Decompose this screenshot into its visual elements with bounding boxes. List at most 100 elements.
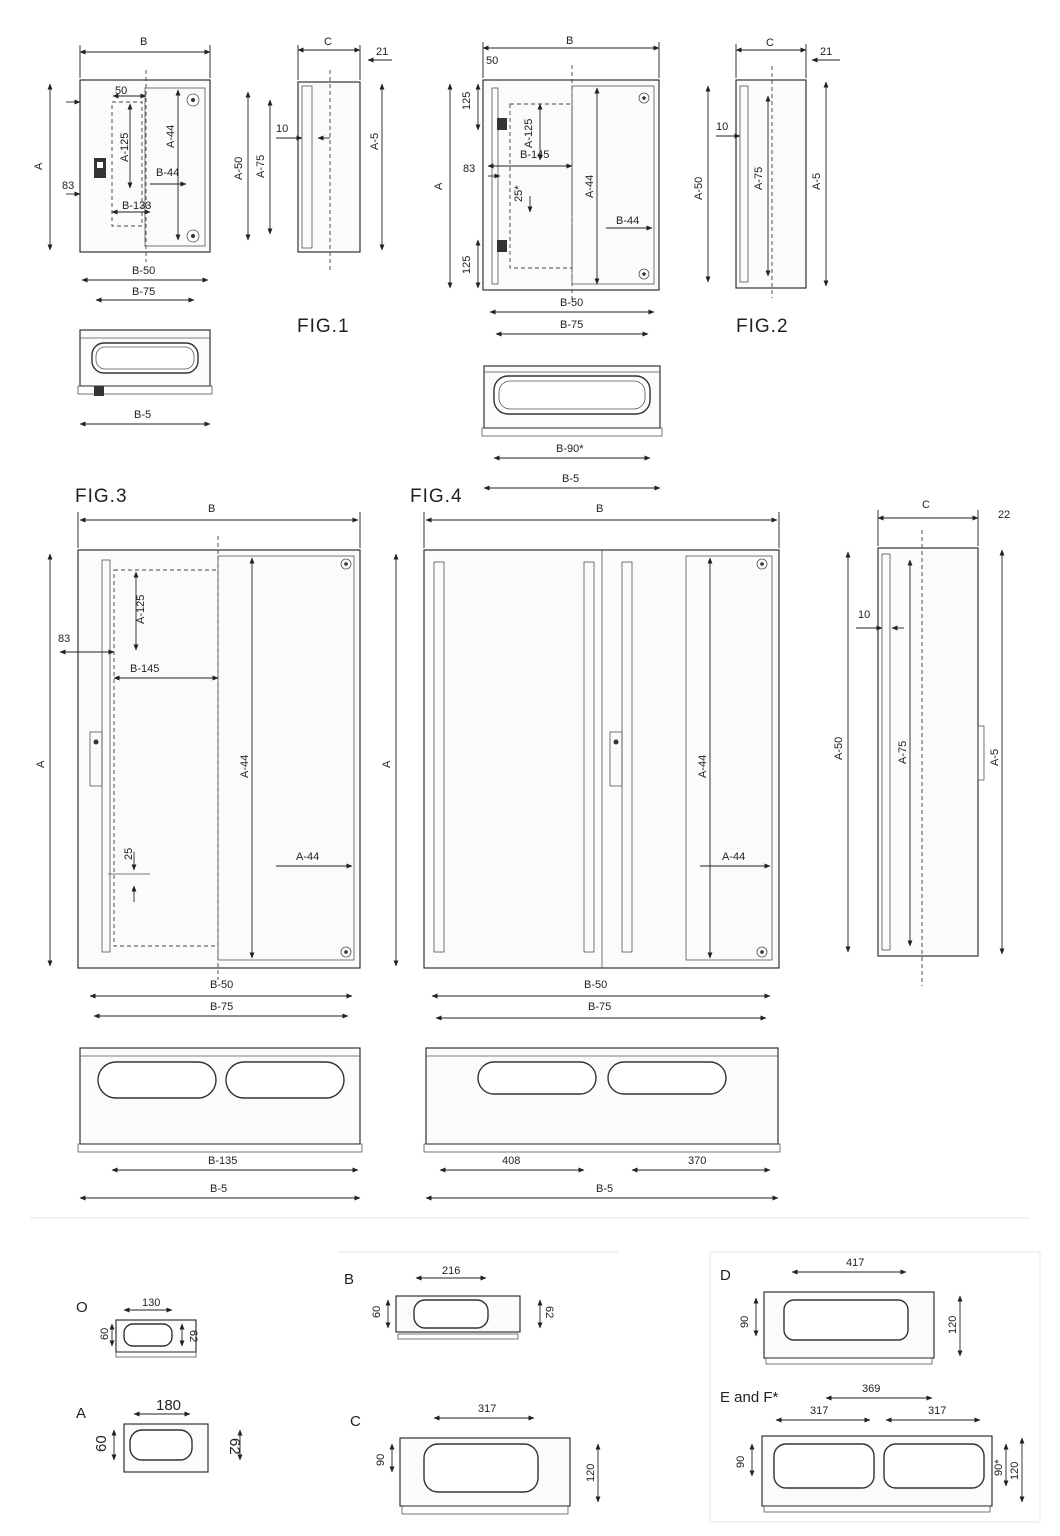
dim-label: B-145 [520, 149, 549, 161]
dim-label: 370 [688, 1155, 706, 1167]
dim-label: 60 [93, 1435, 110, 1452]
dim-label: A-44 [697, 755, 709, 778]
dim-label: A-5 [989, 749, 1001, 766]
fig1-bottom-view: B-50 B-75 B-5 [77, 265, 213, 427]
opening-label: A [76, 1405, 86, 1422]
dim-label: A-44 [296, 851, 319, 863]
fig3-front-view: B A 83 A-125 B-145 A-44 A-44 25 [35, 503, 361, 980]
dim-label: 10 [276, 123, 288, 135]
dim-label: A-44 [165, 125, 177, 148]
fig4-front-view: B A A-44 A-44 [381, 503, 780, 969]
dim-label: A-50 [233, 157, 245, 180]
dim-label: 62 [226, 1438, 243, 1455]
dim-label: 90 [739, 1316, 751, 1328]
dim-label: 90* [993, 1459, 1005, 1476]
opening-label: B [344, 1271, 354, 1288]
dim-label: 50 [115, 85, 127, 97]
fig4-bottom-view: B-50 B-75 408 370 B-5 [423, 979, 781, 1201]
figure-label: FIG.1 [297, 316, 350, 337]
dim-label: A-44 [239, 755, 251, 778]
dim-label: 408 [502, 1155, 520, 1167]
dim-label: B [566, 35, 573, 47]
dim-label: A [433, 182, 445, 190]
dim-label: 25 [123, 848, 135, 860]
opening-label: C [350, 1413, 361, 1430]
figure-label: FIG.3 [75, 486, 128, 507]
dim-label: C [324, 36, 332, 48]
dim-label: B-5 [562, 473, 579, 485]
dim-label: A-75 [897, 741, 909, 764]
dim-label: 120 [947, 1316, 959, 1334]
fig1-side-view: C 21 A-50 A-75 A-5 10 [233, 36, 392, 270]
dim-label: A-44 [584, 175, 596, 198]
opening-o: O 130 60 62 [76, 1297, 199, 1358]
dim-label: A-50 [833, 737, 845, 760]
dim-label: B-75 [132, 286, 155, 298]
dim-label: A-75 [753, 167, 765, 190]
dim-label: B-50 [210, 979, 233, 991]
dim-label: 62 [543, 1306, 555, 1318]
dim-label: 62 [187, 1330, 199, 1342]
opening-b: B 216 60 62 [344, 1265, 555, 1340]
dim-label: 125 [461, 256, 473, 274]
dim-label: 83 [463, 163, 475, 175]
dim-label: B-75 [560, 319, 583, 331]
dim-label: B-75 [588, 1001, 611, 1013]
dim-label: 22 [998, 509, 1010, 521]
opening-label: D [720, 1267, 731, 1284]
dim-label: B [596, 503, 603, 515]
dim-label: 10 [858, 609, 870, 621]
dim-label: A [35, 760, 47, 768]
dim-label: B-5 [134, 409, 151, 421]
dim-label: B-145 [130, 663, 159, 675]
dim-label: A-125 [135, 595, 147, 624]
dim-label: 21 [376, 46, 388, 58]
dim-label: B-44 [156, 167, 179, 179]
dim-label: A [381, 760, 393, 768]
dim-label: A-75 [255, 155, 267, 178]
dim-label: B-44 [616, 215, 639, 227]
opening-label: O [76, 1299, 88, 1316]
opening-ef: E and F* 369 317 317 90 90* 120 [720, 1383, 1025, 1513]
dim-label: A-5 [369, 133, 381, 150]
dim-label: 25* [513, 185, 525, 202]
dim-label: 60 [99, 1328, 111, 1340]
dim-label: 216 [442, 1265, 460, 1277]
opening-label: E and F* [720, 1389, 779, 1406]
dim-label: B-133 [122, 200, 151, 212]
dim-label: B-75 [210, 1001, 233, 1013]
dim-label: A-125 [523, 119, 535, 148]
dim-label: B-5 [210, 1183, 227, 1195]
dim-label: 83 [62, 180, 74, 192]
fig2-front-view: B 50 A 125 125 A-125 B-145 83 25* A-44 B… [433, 35, 660, 300]
dim-label: 90 [375, 1454, 387, 1466]
dim-label: C [766, 37, 774, 49]
fig2-bottom-view: B-50 B-75 B-90* B-5 [481, 297, 663, 491]
fig1-front-view: B A 50 A-125 A-44 B-44 B-133 83 [33, 36, 211, 262]
dim-label: A-125 [119, 133, 131, 162]
dim-label: 417 [846, 1257, 864, 1269]
dim-label: 317 [478, 1403, 496, 1415]
dim-label: 125 [461, 92, 473, 110]
figure-label: FIG.4 [410, 486, 463, 507]
dim-label: A-50 [693, 177, 705, 200]
dim-label: B-50 [560, 297, 583, 309]
dim-label: 50 [486, 55, 498, 67]
dim-label: 180 [156, 1397, 181, 1414]
dim-label: 83 [58, 633, 70, 645]
opening-c: C 317 90 120 [350, 1403, 601, 1515]
dim-label: C [922, 499, 930, 511]
dim-label: 120 [1009, 1462, 1021, 1480]
fig4-side-view: C 22 A-50 A-75 A-5 10 [833, 499, 1010, 986]
fig2-side-view: C 21 A-50 A-75 A-5 10 [693, 37, 840, 298]
dim-label: 369 [862, 1383, 880, 1395]
opening-d: D 417 90 120 [720, 1257, 963, 1365]
dim-label: B [140, 36, 147, 48]
dim-label: A-5 [811, 173, 823, 190]
dim-label: B [208, 503, 215, 515]
dim-label: B-135 [208, 1155, 237, 1167]
dim-label: 130 [142, 1297, 160, 1309]
dim-label: B-5 [596, 1183, 613, 1195]
dim-label: A-44 [722, 851, 745, 863]
